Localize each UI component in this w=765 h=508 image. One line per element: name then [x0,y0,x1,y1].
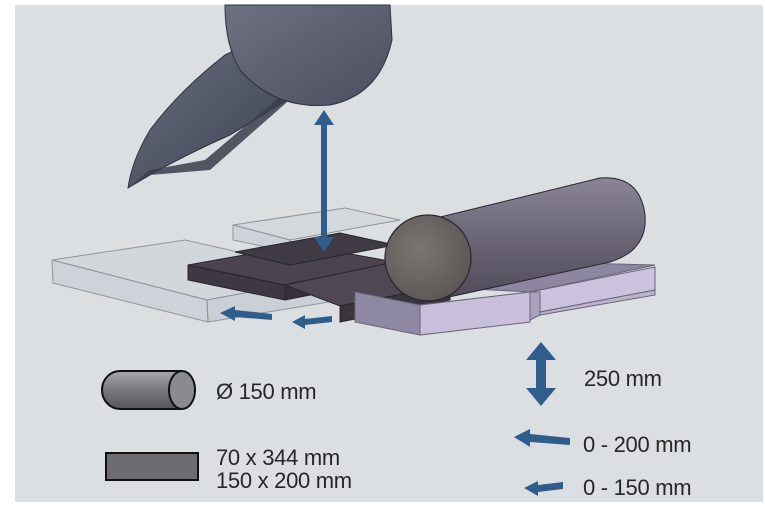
vertical-travel-label: 250 mm [584,366,662,391]
horizontal-move-arrow-2 [292,315,332,329]
horizontal-travel-label-1: 0 - 200 mm [583,432,692,457]
cylinder-diameter-label: Ø 150 mm [216,379,317,404]
cylinder-icon [101,370,196,410]
horizontal-travel-label-2: 0 - 150 mm [583,475,692,500]
cylinder-workpiece [384,177,646,302]
horizontal-arrow-icon-2 [524,481,563,496]
horizontal-arrow-icon [514,429,570,447]
block-icon [105,452,199,481]
vertical-move-arrow [314,110,334,252]
vertical-arrow-icon [526,342,556,406]
horizontal-move-arrow-1 [220,306,272,321]
block-size-label-2: 150 x 200 mm [216,468,352,493]
block-size-label-1: 70 x 344 mm [216,445,340,470]
robot-arm [127,4,393,189]
